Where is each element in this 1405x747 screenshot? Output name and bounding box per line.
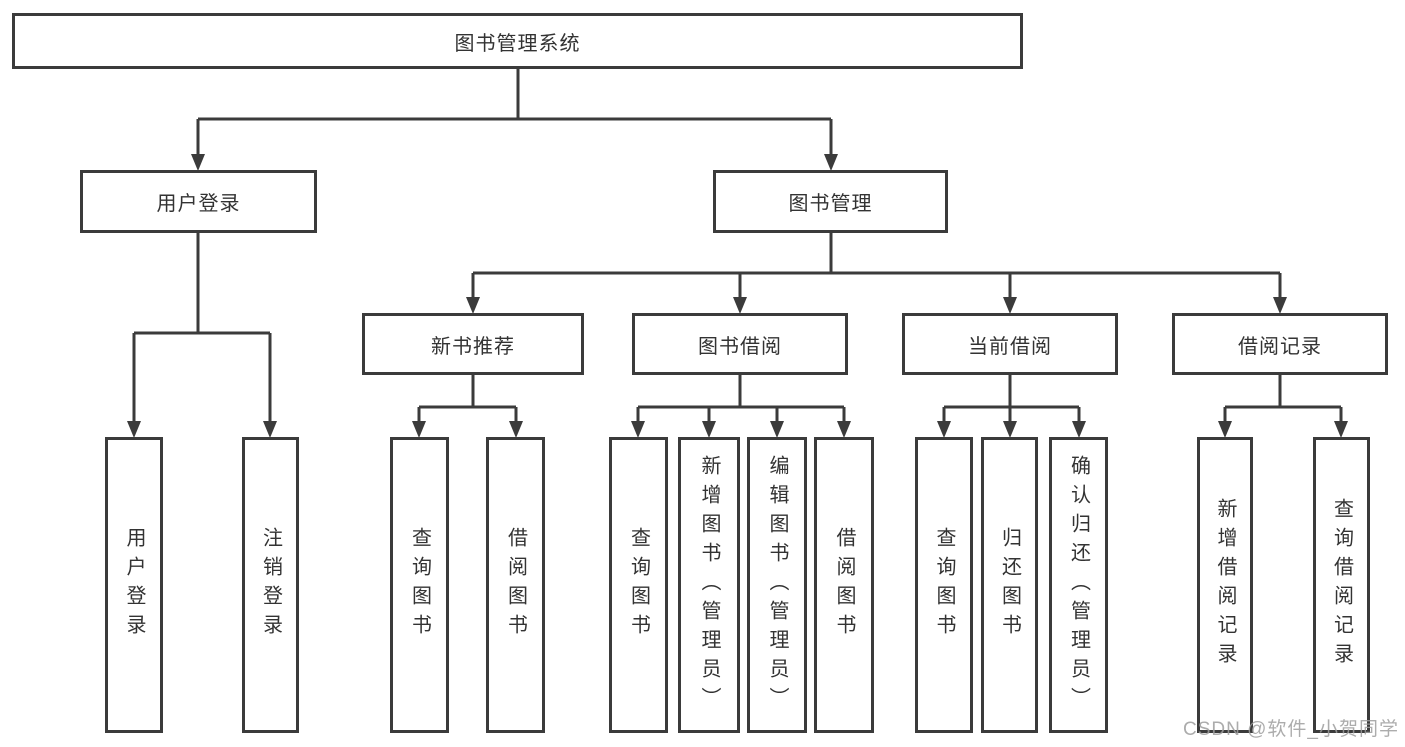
node-book-borrow-label: 图书借阅 <box>698 335 782 358</box>
leaf-return-books-label: 归还图书 <box>998 527 1021 643</box>
leaf-current-query-books: 查询图书 <box>915 437 973 733</box>
csdn-watermark: CSDN @软件_小贺同学 <box>1183 719 1399 740</box>
leaf-borrow-query-books: 查询图书 <box>609 437 668 733</box>
leaf-logout: 注销登录 <box>242 437 299 733</box>
leaf-add-borrow-record: 新增借阅记录 <box>1197 437 1253 733</box>
leaf-recommend-query-books: 查询图书 <box>390 437 449 733</box>
leaf-confirm-return-admin: 确认归还（管理员） <box>1049 437 1108 733</box>
node-library-system: 图书管理系统 <box>12 13 1023 69</box>
leaf-query-borrow-record: 查询借阅记录 <box>1313 437 1370 733</box>
node-new-book-recommend-label: 新书推荐 <box>431 335 515 358</box>
leaf-return-books: 归还图书 <box>981 437 1038 733</box>
leaf-add-book-admin: 新增图书（管理员） <box>678 437 740 733</box>
leaf-current-query-books-label: 查询图书 <box>933 527 955 643</box>
node-user-login-label: 用户登录 <box>156 193 241 215</box>
leaf-recommend-borrow-books-label: 借阅图书 <box>504 527 527 643</box>
leaf-logout-label: 注销登录 <box>259 527 282 643</box>
node-current-borrow-label: 当前借阅 <box>968 335 1052 358</box>
leaf-recommend-borrow-books: 借阅图书 <box>486 437 545 733</box>
node-book-management-label: 图书管理 <box>788 193 873 215</box>
leaf-confirm-return-admin-label: 确认归还（管理员） <box>1067 454 1090 716</box>
node-current-borrow: 当前借阅 <box>902 313 1118 375</box>
leaf-user-login-label: 用户登录 <box>123 527 145 643</box>
node-borrow-records-label: 借阅记录 <box>1238 335 1322 358</box>
leaf-recommend-query-books-label: 查询图书 <box>408 527 431 643</box>
leaf-user-login: 用户登录 <box>105 437 163 733</box>
leaf-borrow-books: 借阅图书 <box>814 437 874 733</box>
leaf-add-borrow-record-label: 新增借阅记录 <box>1214 498 1236 672</box>
node-user-login: 用户登录 <box>80 170 317 233</box>
leaf-edit-book-admin-label: 编辑图书（管理员） <box>766 454 788 716</box>
node-book-management: 图书管理 <box>713 170 948 233</box>
leaf-borrow-books-label: 借阅图书 <box>833 527 855 643</box>
node-library-system-label: 图书管理系统 <box>454 32 581 55</box>
node-new-book-recommend: 新书推荐 <box>362 313 584 375</box>
node-borrow-records: 借阅记录 <box>1172 313 1388 375</box>
leaf-query-borrow-record-label: 查询借阅记录 <box>1330 498 1353 672</box>
node-book-borrow: 图书借阅 <box>632 313 848 375</box>
leaf-edit-book-admin: 编辑图书（管理员） <box>747 437 807 733</box>
leaf-borrow-query-books-label: 查询图书 <box>627 527 650 643</box>
leaf-add-book-admin-label: 新增图书（管理员） <box>698 454 720 716</box>
